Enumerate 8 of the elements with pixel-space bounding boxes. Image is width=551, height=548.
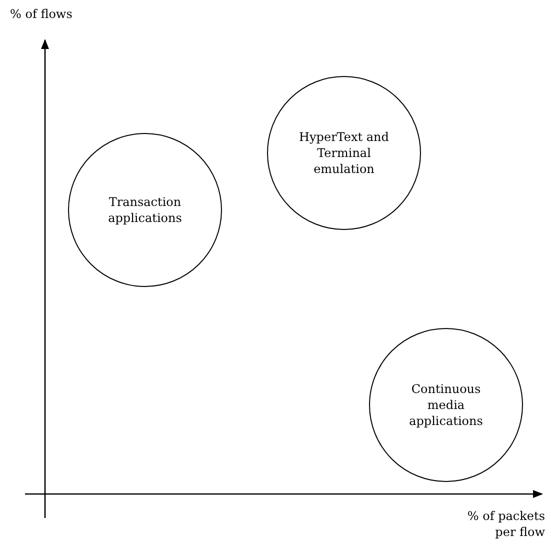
- category-circle: [267, 76, 421, 230]
- axis-label: % of packets per flow: [466, 508, 545, 540]
- circle-label: HyperText and Terminal emulation: [298, 129, 390, 177]
- circle-label: Transaction applications: [107, 194, 183, 226]
- category-circle: [369, 328, 523, 482]
- axis-label: % of flows: [10, 6, 72, 22]
- category-circle: [68, 133, 222, 287]
- circle-label: Continuous media applications: [408, 381, 484, 429]
